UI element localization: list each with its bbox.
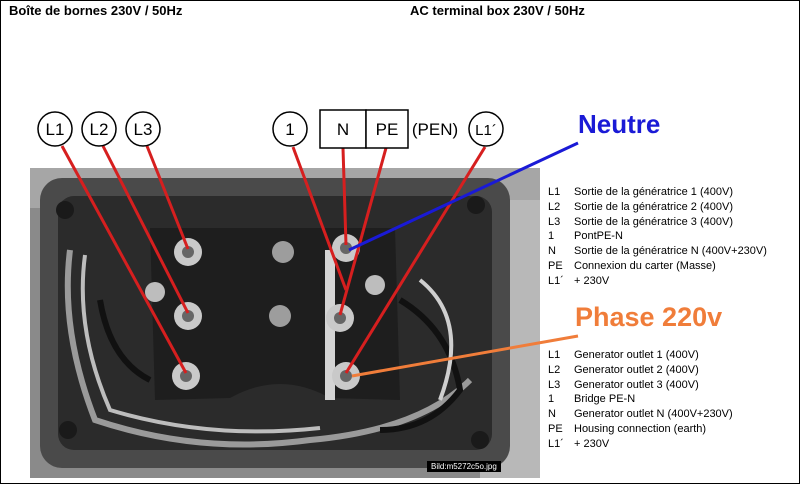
corner-screw [59,421,77,439]
title-french: Boîte de bornes 230V / 50Hz [9,3,183,18]
pointer-1 [291,146,348,291]
label-l2: L2 [90,120,109,139]
legend-key: L3 [548,215,561,228]
legend-row: L3 Sortie de la génératrice 3 (400V) [548,215,767,230]
legend-key: 1 [548,393,555,406]
pointer-pe [338,147,388,316]
legend-key: N [548,408,556,421]
legend-key: L1´ [548,274,564,287]
legend-key: L1´ [548,437,564,450]
legend-key: PE [548,259,563,272]
legend-text: Generator outlet N (400V+230V) [574,408,733,421]
legend-key: PE [548,422,563,435]
legend-row: L3 Generator outlet 3 (400V) [548,378,733,393]
legend-row: 1 Bridge PE-N [548,392,733,407]
legend-text: Sortie de la génératrice 1 (400V) [574,186,733,198]
label-n: N [337,120,349,139]
red-pointer-lines [60,145,487,374]
legend-row: L1 Sortie de la génératrice 1 (400V) [548,185,767,200]
legend-text: Connexion du carter (Masse) [574,259,716,272]
legend-row: N Generator outlet N (400V+230V) [548,407,733,422]
pointer-l1-prime [344,146,487,374]
stud-middle-top [272,241,294,263]
legend-row: L1´ + 230V [548,274,767,289]
pointer-l2 [101,145,190,314]
legend-row: 1 PontPE-N [548,229,767,244]
legend-row: PE Housing connection (earth) [548,422,733,437]
label-l1: L1 [46,120,65,139]
legend-text: Sortie de la génératrice N (400V+230V) [574,245,767,258]
label-circle-l1 [37,111,73,147]
label-box-pe [365,109,409,149]
label-l3: L3 [134,120,153,139]
legend-row: L2 Sortie de la génératrice 2 (400V) [548,200,767,215]
label-box-n [319,109,367,149]
legend-key: 1 [548,230,555,243]
corner-screw [56,201,74,219]
corner-screw [471,431,489,449]
label-pen: (PEN) [412,120,458,139]
label-circle-1 [272,111,308,147]
label-pe: PE [376,120,399,139]
legend-text: Sortie de la génératrice 3 (400V) [574,215,733,228]
label-circle-l2 [81,111,117,147]
legend-text: Generator outlet 3 (400V) [574,378,699,391]
terminal-studs [145,234,385,390]
legend-key: N [548,245,556,258]
legend-row: N Sortie de la génératrice N (400V+230V) [548,244,767,259]
pointer-l1 [60,145,188,374]
phase-callout: Phase 220v [575,302,723,332]
small-screw [145,282,165,302]
legend-row: L2 Generator outlet 2 (400V) [548,363,733,378]
legend-text: + 230V [574,437,610,450]
legend-text: + 230V [574,274,610,287]
legend-row: L1 Generator outlet 1 (400V) [548,348,733,363]
pointer-l3 [145,145,190,250]
label-circle-l1-prime [468,111,504,147]
label-circle-l3 [125,111,161,147]
phase-pointer [351,334,579,378]
legend-row: PE Connexion du carter (Masse) [548,259,767,274]
stud-middle [269,305,291,327]
title-english: AC terminal box 230V / 50Hz [410,3,585,18]
legend-row: L1´ + 230V [548,437,733,452]
legend-text: Generator outlet 1 (400V) [574,349,699,361]
small-screw [365,275,385,295]
legend-key: L1 [548,349,561,361]
legend-key: L2 [548,363,561,376]
legend-text: Generator outlet 2 (400V) [574,363,699,376]
pointer-n [341,147,348,246]
legend-key: L3 [548,378,561,391]
legend-text: Sortie de la génératrice 2 (400V) [574,200,733,213]
label-1: 1 [285,120,294,139]
legend-text: Bridge PE-N [574,393,636,406]
neutre-callout: Neutre [578,109,661,139]
legend-key: L2 [548,200,561,213]
legend-text: PontPE-N [574,230,623,243]
legend-text: Housing connection (earth) [574,422,707,435]
legend-key: L1 [548,186,561,198]
label-l1-prime: L1´ [475,122,497,139]
corner-screw [467,196,485,214]
photo-caption: Bild:m5272c5o.jpg [427,461,501,472]
neutre-pointer [348,141,579,252]
